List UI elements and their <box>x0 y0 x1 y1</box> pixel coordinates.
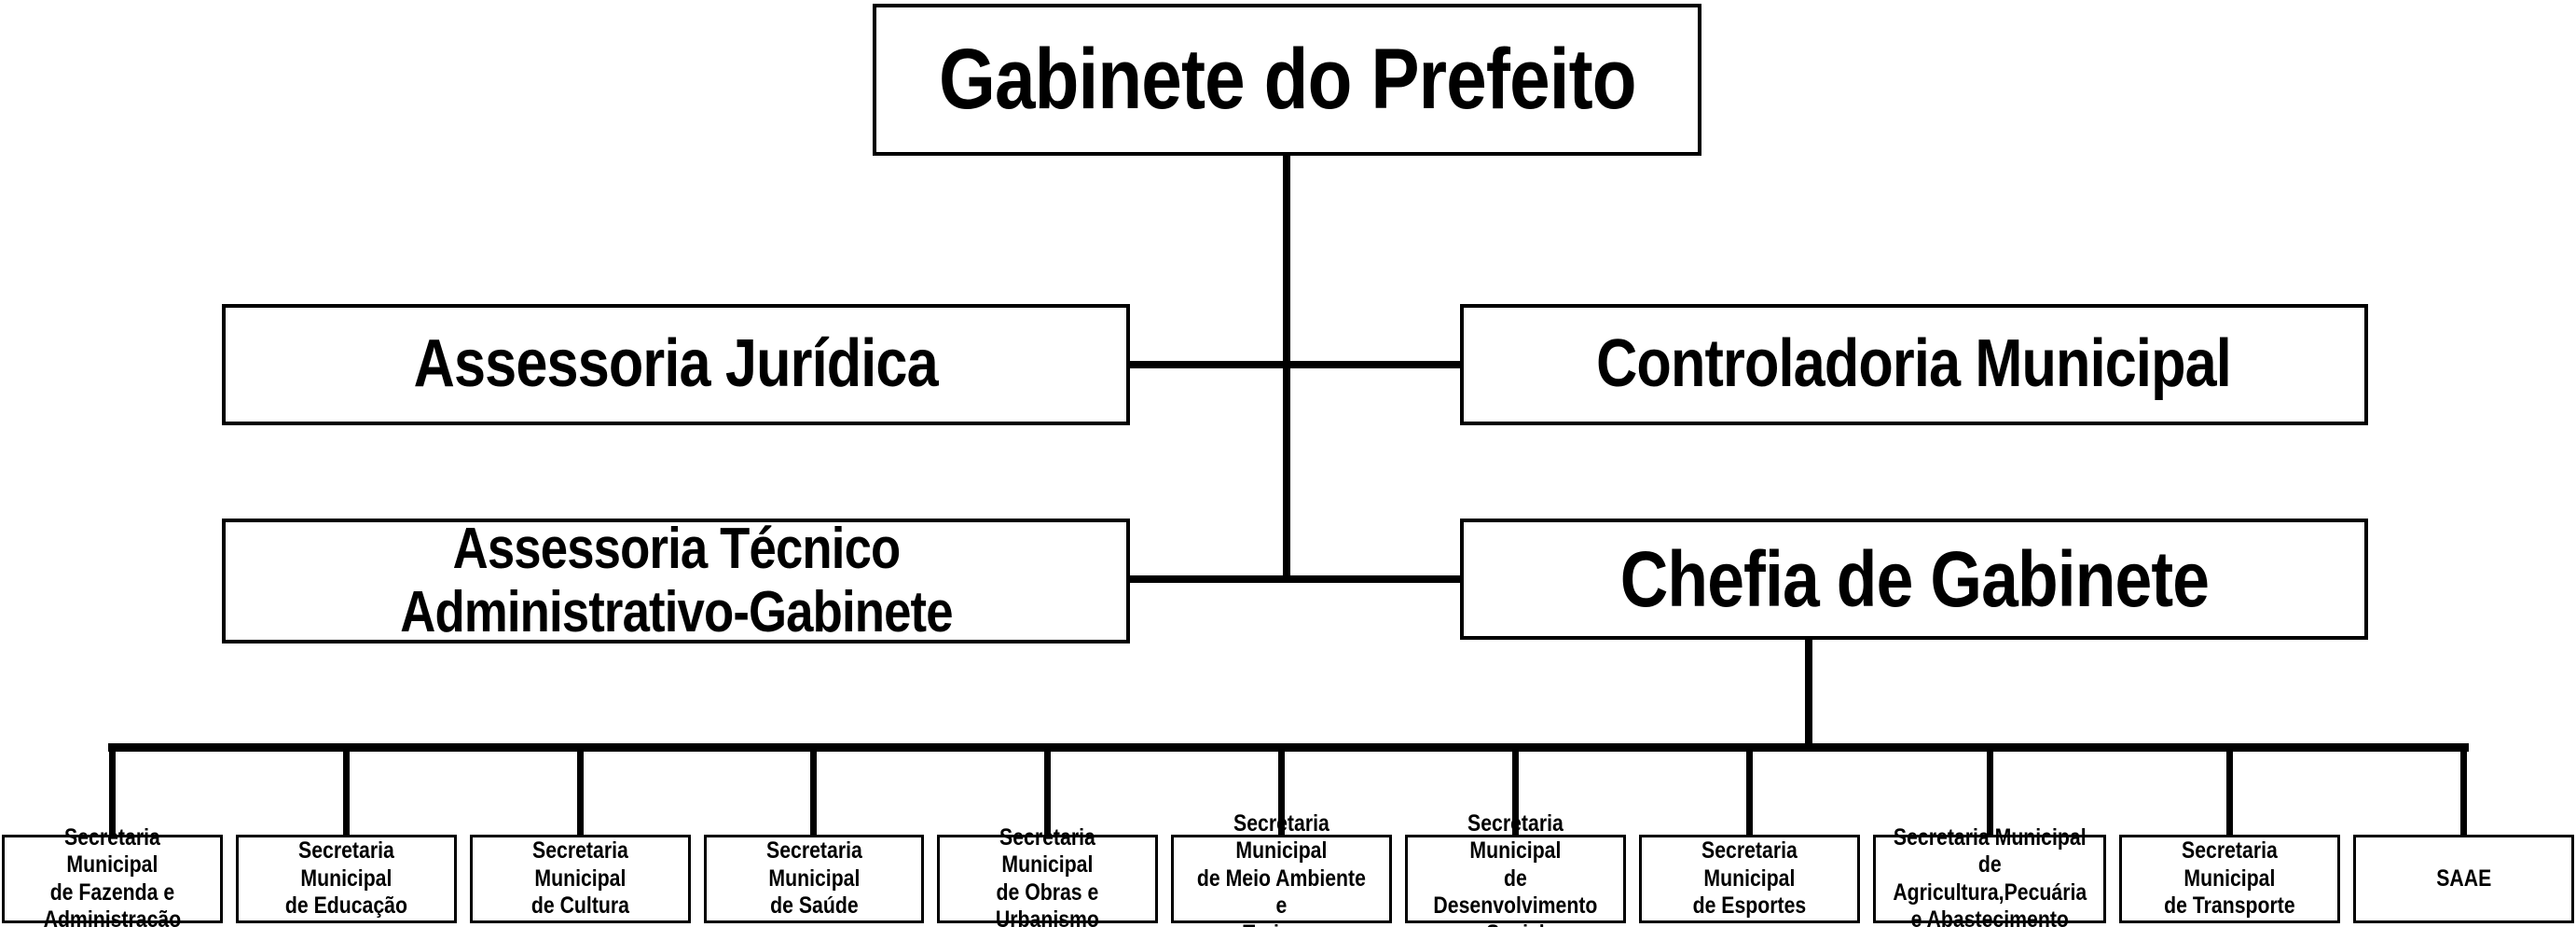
connector-bottom-bus <box>108 743 2469 752</box>
connector-stub <box>576 752 584 835</box>
connector-stub <box>2460 752 2468 835</box>
org-node-label: Chefia de Gabinete <box>1619 534 2209 623</box>
org-node-label: Assessoria Jurídica <box>413 326 939 402</box>
secretariat-item-cultura: Secretaria Municipal de Cultura <box>469 752 691 923</box>
connector-stub <box>1511 752 1519 835</box>
connector-stub <box>342 752 350 835</box>
secretariat-item-esportes: Secretaria Municipal de Esportes <box>1638 752 1860 923</box>
connector-level3-horizontal <box>1130 575 1460 583</box>
org-node-secretaria-transporte: Secretaria Municipal de Transporte <box>2119 835 2341 923</box>
org-node-label: Controladoria Municipal <box>1596 326 2233 402</box>
secretariat-item-desenvolvimento-social: Secretaria Municipal de Desenvolvimento … <box>1405 752 1626 927</box>
org-node-assessoria-tecnico-administrativo: Assessoria Técnico Administrativo-Gabine… <box>222 516 1130 644</box>
secretariat-item-transporte: Secretaria Municipal de Transporte <box>2119 752 2341 923</box>
connector-stub <box>108 752 116 835</box>
connector-chefia-vertical <box>1805 638 1812 748</box>
org-node-label: Secretaria Municipal de Cultura <box>530 837 629 920</box>
connector-root-vertical <box>1283 154 1290 583</box>
org-node-label: Secretaria Municipal de Meio Ambiente e … <box>1197 809 1367 927</box>
org-node-label: Secretaria Municipal de Esportes <box>1692 837 1807 920</box>
org-node-label: Assessoria Técnico Administrativo-Gabine… <box>399 516 953 644</box>
connector-stub <box>1278 752 1286 835</box>
org-node-label: Gabinete do Prefeito <box>938 31 1637 127</box>
org-node-label: Secretaria Municipal de Transporte <box>2164 837 2295 920</box>
org-node-label: Secretaria Municipal de Saúde <box>765 837 862 920</box>
secretariat-item-saae: SAAE <box>2353 752 2574 923</box>
org-node-secretaria-saude: Secretaria Municipal de Saúde <box>703 835 925 923</box>
secretariat-item-agricultura: Secretaria Municipal de Agricultura,Pecu… <box>1872 752 2107 927</box>
org-node-chefia-de-gabinete: Chefia de Gabinete <box>1460 519 2368 640</box>
secretariat-item-obras: Secretaria Municipal de Obras e Urbanism… <box>937 752 1159 927</box>
connector-stub <box>1986 752 1993 835</box>
org-node-secretaria-obras: Secretaria Municipal de Obras e Urbanism… <box>937 824 1159 927</box>
connector-stub <box>1745 752 1753 835</box>
org-node-controladoria-municipal: Controladoria Municipal <box>1460 304 2368 425</box>
org-node-label: Secretaria Municipal de Obras e Urbanism… <box>996 823 1100 927</box>
org-node-secretaria-desenvolvimento-social: Secretaria Municipal de Desenvolvimento … <box>1405 810 1626 927</box>
org-node-label: Secretaria Municipal de Educação <box>284 837 407 920</box>
connector-stub <box>1044 752 1052 835</box>
org-node-saae: SAAE <box>2353 835 2574 923</box>
secretariats-row: Secretaria Municipal de Fazenda e Admini… <box>2 752 2574 927</box>
org-node-gabinete-do-prefeito: Gabinete do Prefeito <box>873 4 1701 156</box>
org-node-secretaria-meio-ambiente: Secretaria Municipal de Meio Ambiente e … <box>1171 810 1393 927</box>
connector-stub <box>2226 752 2234 835</box>
org-node-label: Secretaria Municipal de Fazenda e Admini… <box>43 823 182 927</box>
org-node-label: SAAE <box>2436 865 2492 892</box>
secretariat-item-saude: Secretaria Municipal de Saúde <box>703 752 925 923</box>
secretariat-item-fazenda: Secretaria Municipal de Fazenda e Admini… <box>2 752 223 927</box>
org-node-label: Secretaria Municipal de Desenvolvimento … <box>1433 809 1598 927</box>
org-node-label: Secretaria Municipal de Agricultura,Pecu… <box>1893 823 2087 927</box>
connector-level2-horizontal <box>1130 361 1460 368</box>
secretariat-item-educacao: Secretaria Municipal de Educação <box>235 752 457 923</box>
org-node-secretaria-fazenda: Secretaria Municipal de Fazenda e Admini… <box>2 824 223 927</box>
connector-stub <box>810 752 818 835</box>
org-node-secretaria-esportes: Secretaria Municipal de Esportes <box>1638 835 1860 923</box>
org-node-secretaria-cultura: Secretaria Municipal de Cultura <box>469 835 691 923</box>
secretariat-item-meio-ambiente: Secretaria Municipal de Meio Ambiente e … <box>1171 752 1393 927</box>
org-node-assessoria-juridica: Assessoria Jurídica <box>222 304 1130 425</box>
org-node-secretaria-agricultura: Secretaria Municipal de Agricultura,Pecu… <box>1872 824 2107 927</box>
org-node-secretaria-educacao: Secretaria Municipal de Educação <box>235 835 457 923</box>
